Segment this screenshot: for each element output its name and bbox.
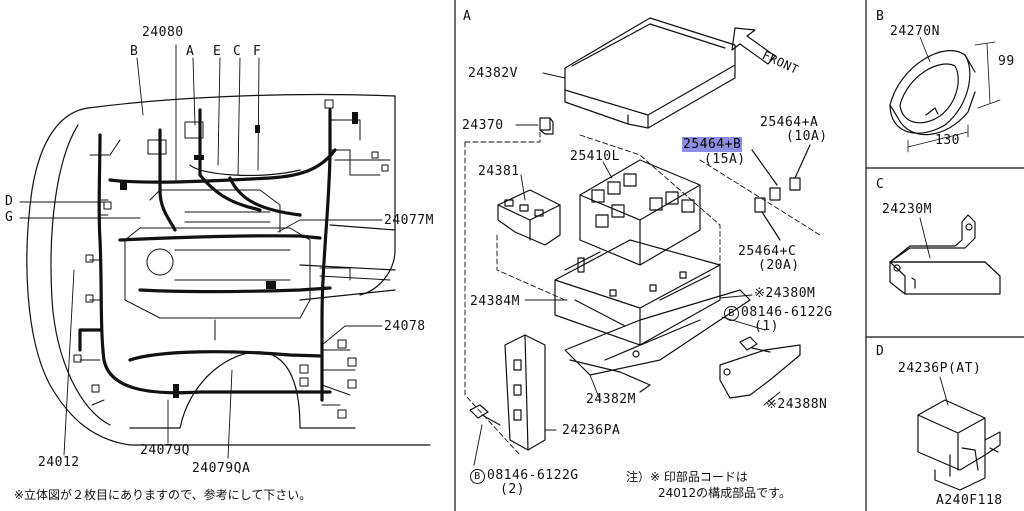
part-label-24382m: 24382M [586,392,636,407]
part-label-24230m: 24230M [882,202,932,217]
harness-small-connectors [73,99,389,419]
part-label-24012: 24012 [38,455,80,470]
dashed-frame [464,129,821,456]
highlighted-part-number: 25464+B [682,137,743,152]
part-label-24370: 24370 [462,118,504,133]
bolt-callout-circle: B [724,306,739,321]
bracket-24388N [719,344,801,399]
fuse-rating-20a: (20A) [758,258,800,273]
relay-clip-24370 [539,117,554,135]
part-label-24388n: ※24388N [766,397,828,412]
relay-block-24381 [497,189,561,246]
reference-note: ※立体図が２枚目にありますので、参考にして下さい。 [14,488,312,502]
bolt-part-number: 08146-6122G [741,305,833,320]
section-b-title: B [876,9,885,24]
part-label-24270n: 24270N [890,24,940,39]
part-label-25464a: 25464+A [760,115,819,130]
part-label-24080: 24080 [142,25,184,40]
part-label-24079q: 24079Q [140,443,190,458]
bolts [469,336,771,426]
part-label-25464b: 25464+B [682,137,743,152]
component-note-line2: 24012の構成部品です。 [658,486,791,500]
left-leaders [19,44,383,459]
bolt-qty-2: (2) [500,482,525,497]
bracket-24236PA [504,334,546,451]
harness-branches [79,119,391,406]
part-label-24236p-at: 24236P(AT) [898,361,982,376]
bracket-24230M [889,214,1001,295]
diagram-code: A240F118 [936,493,1003,508]
section-c-title: C [876,177,885,192]
dimension-lines-b [907,36,1001,153]
part-label-24384m: 24384M [470,294,520,309]
part-label-24381: 24381 [478,164,520,179]
fuse-block-24384M [554,239,721,346]
wiring-harness [78,108,337,402]
fuses [751,144,811,241]
part-label-24380m: ※24380M [754,286,816,301]
section-a-title: A [463,9,472,24]
part-label-24079qa: 24079QA [192,461,251,476]
part-label-24077m: 24077M [384,213,434,228]
relay-24236P [917,399,1001,491]
callout-e: E [213,44,222,59]
section-d-title: D [876,344,885,359]
component-note-line1: 注）※ 印部品コードは [626,470,748,484]
callout-d: D [5,194,14,209]
callout-f: F [253,44,262,59]
relay-box-cover [564,17,736,129]
section-d-leader [939,376,949,406]
instrument-block [124,189,311,319]
callout-b: B [130,44,139,59]
callout-g: G [5,210,14,225]
bracket-24382M [569,359,651,393]
bolt-qty-1: (1) [754,319,779,334]
section-c-leader [919,217,931,259]
dimension-height: 99 [998,54,1015,69]
grommet-24270N [889,50,976,136]
callout-a: A [186,44,195,59]
relay-block-25410L [579,159,701,266]
front-arrow [731,27,776,65]
bracket-24380M [564,289,751,376]
part-label-25464c: 25464+C [738,244,797,259]
fuse-rating-10a: (10A) [786,129,828,144]
part-label-24236pa: 24236PA [562,423,621,438]
bolt-callout-circle: B [470,469,485,484]
fuse-rating-15a: (15A) [704,152,746,167]
callout-c: C [233,44,242,59]
harness-connectors [120,112,358,398]
part-label-25410l: 25410L [570,149,620,164]
bolt-part-number: 08146-6122G [487,468,579,483]
dimension-width: 130 [935,133,960,148]
part-label-24382v: 24382V [468,66,518,81]
part-label-24078: 24078 [384,319,426,334]
